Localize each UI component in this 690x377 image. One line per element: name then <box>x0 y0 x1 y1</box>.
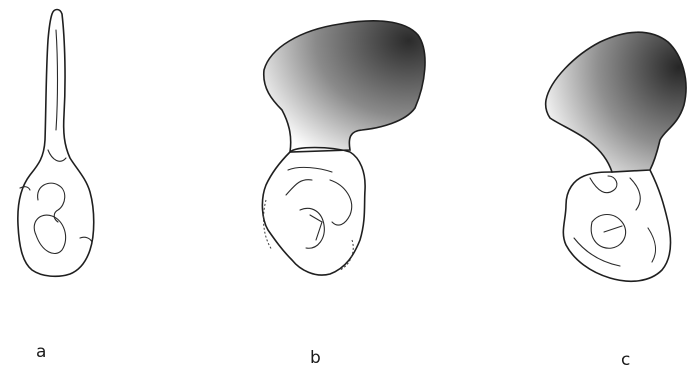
panel-label-b: b <box>310 350 321 367</box>
hip-bone-side-view <box>18 10 94 277</box>
hip-bone-lateral-view-alt <box>546 32 686 281</box>
panel-label-a: a <box>36 344 46 361</box>
hip-bone-lateral-view <box>262 21 425 275</box>
panel-label-c: c <box>621 352 630 369</box>
